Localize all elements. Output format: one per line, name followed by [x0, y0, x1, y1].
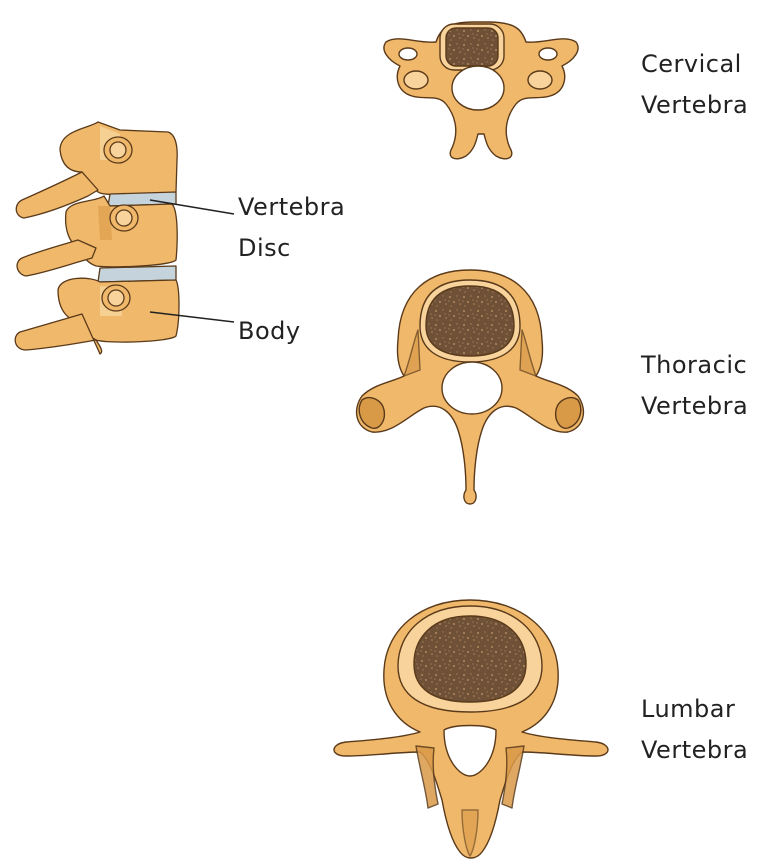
side-vertebra-bottom	[15, 278, 179, 354]
spine-side-view	[15, 122, 179, 354]
side-label-disc: Disc	[238, 232, 291, 264]
cervical-label-line1: Cervical	[641, 48, 742, 80]
lumbar-label-line1: Lumbar	[641, 693, 735, 725]
thoracic-label-line2: Vertebra	[641, 390, 748, 422]
lumbar-vertebra	[334, 600, 608, 858]
thoracic-vertebra	[357, 270, 584, 504]
cervical-vertebra	[384, 22, 578, 159]
side-label-body: Body	[238, 315, 301, 347]
cervical-label-line2: Vertebra	[641, 89, 748, 121]
thoracic-label-line1: Thoracic	[641, 349, 747, 381]
lumbar-label-line2: Vertebra	[641, 734, 748, 766]
side-disc-lower	[98, 266, 176, 282]
side-label-vertebra: Vertebra	[238, 191, 345, 223]
